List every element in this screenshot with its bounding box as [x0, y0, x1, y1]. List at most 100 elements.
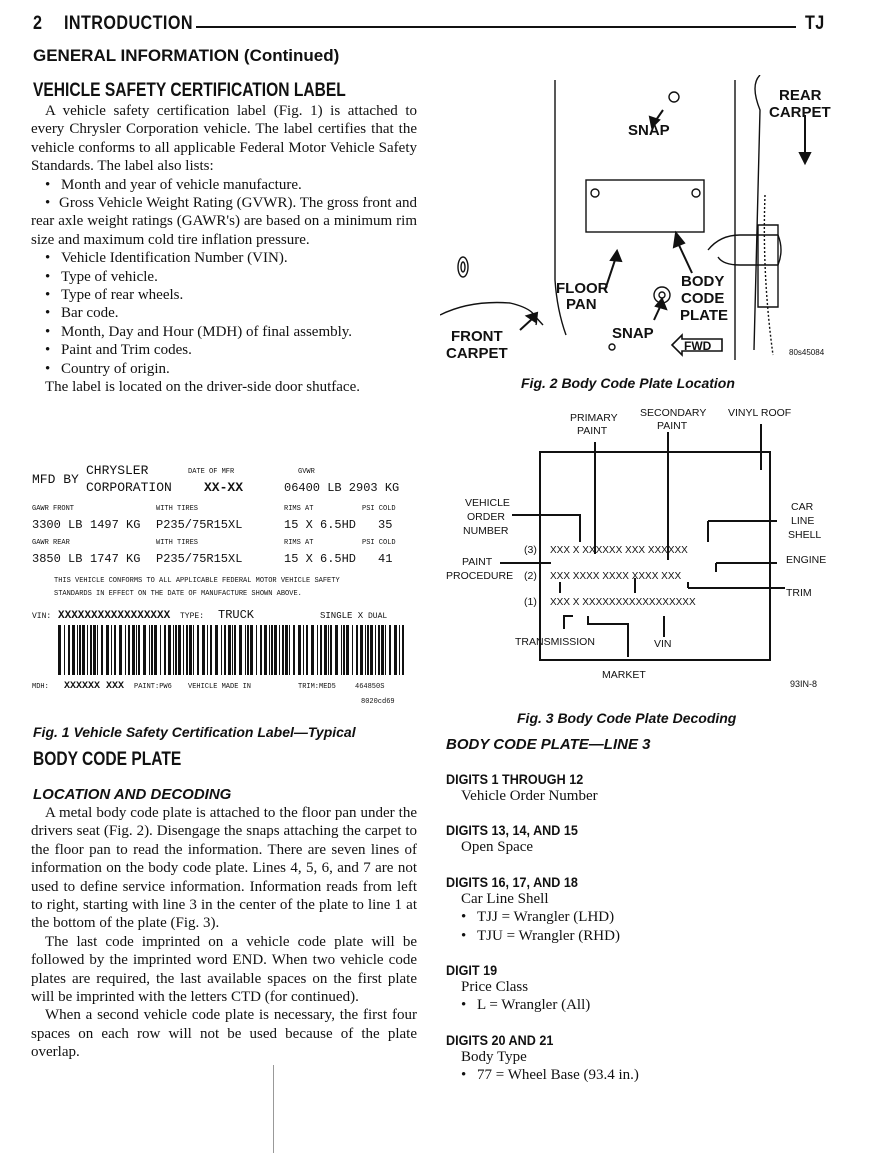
code-label: CODE — [681, 290, 724, 307]
barcode-bar — [151, 625, 153, 675]
rims-at-label-1: RIMS AT — [284, 505, 313, 513]
barcode-bar — [210, 625, 212, 675]
barcode-bar — [193, 625, 194, 675]
cert-bullets-b: Vehicle Identification Number (VIN). Typ… — [31, 249, 417, 378]
vin-label: VIN: — [32, 612, 51, 621]
barcode-bar — [224, 625, 226, 675]
binding-line — [273, 1065, 274, 1153]
vin-value: XXXXXXXXXXXXXXXXX — [58, 610, 171, 622]
section-title: INTRODUCTION — [64, 13, 193, 34]
list-item: Paint and Trim codes. — [45, 341, 417, 360]
barcode-bar — [93, 625, 96, 675]
barcode-bar — [365, 625, 366, 675]
barcode-bar — [317, 625, 318, 675]
barcode-bar — [132, 625, 135, 675]
vinyl-roof-label: VINYL ROOF — [728, 407, 791, 419]
line-label: LINE — [791, 515, 814, 527]
body-code-plate-location-figure: SNAP REAR CARPET FLOOR PAN BODY CODE PLA… — [440, 75, 831, 362]
barcode-bar — [175, 625, 177, 675]
barcode-bar — [125, 625, 126, 675]
list-item: Type of vehicle. — [45, 268, 417, 287]
digit-group: DIGITS 20 AND 21 Body Type 77 = Wheel Ba… — [446, 1032, 846, 1085]
list-item: Bar code. — [45, 304, 417, 323]
barcode-bar — [335, 625, 338, 675]
front-psi: 35 — [378, 518, 392, 532]
barcode-bar — [232, 625, 233, 675]
barcode-bar — [90, 625, 92, 675]
label-code-b: 8020cd69 — [361, 698, 395, 706]
seat-bracket — [707, 234, 782, 266]
date-value: XX-XX — [204, 480, 243, 495]
body-label: BODY — [681, 273, 724, 290]
barcode-bar — [352, 625, 353, 675]
barcode-bar — [114, 625, 116, 675]
barcode-bar — [183, 625, 184, 675]
cert-intro: A vehicle safety certification label (Fi… — [31, 103, 417, 175]
barcode-bar — [324, 625, 327, 675]
statement-line-1: THIS VEHICLE CONFORMS TO ALL APPLICABLE … — [54, 577, 340, 585]
barcode-bar — [119, 625, 122, 675]
mdh-label: MDH: — [32, 683, 49, 691]
barcode-bar — [143, 625, 146, 675]
body-code-decoding-figure: PRIMARY PAINT SECONDARY PAINT VINYL ROOF… — [446, 407, 826, 689]
location-decoding-subtitle: LOCATION AND DECODING — [33, 786, 232, 803]
snap-top-label: SNAP — [628, 122, 670, 139]
body-code-para-2: The last code imprinted on a vehicle cod… — [31, 933, 417, 1006]
list-item: Country of origin. — [45, 360, 417, 379]
rims-at-label-2: RIMS AT — [284, 539, 313, 547]
front-label: FRONT — [451, 328, 503, 345]
barcode-bar — [168, 625, 171, 675]
barcode-bar — [234, 625, 236, 675]
digit-value: Car Line Shell — [461, 890, 549, 907]
barcode-bar — [341, 625, 342, 675]
barcode-bar — [64, 625, 65, 675]
rear-carpet-label: CARPET — [769, 104, 831, 121]
barcode-bar — [389, 625, 391, 675]
barcode-bar — [68, 625, 70, 675]
statement-line-2: STANDARDS IN EFFECT ON THE DATE OF MANUF… — [54, 590, 302, 598]
psi-cold-label-1: PSI COLD — [362, 505, 396, 513]
list-item: TJJ = Wrangler (LHD) — [461, 908, 846, 927]
list-item: Month and year of vehicle manufacture. — [45, 176, 417, 195]
digit-group: DIGITS 1 THROUGH 12 Vehicle Order Number — [446, 771, 846, 805]
digit-heading: DIGITS 20 AND 21 — [446, 1031, 554, 1048]
front-kg: 1497 KG — [90, 518, 140, 532]
secondary-paint-label: PAINT — [657, 420, 688, 432]
barcode-bar — [207, 625, 208, 675]
row3-codes: XXX X XXXXXX XXX XXXXXX — [550, 545, 688, 556]
rear-lb: 3850 LB — [32, 552, 82, 566]
model-code: TJ — [805, 13, 825, 34]
barcode-bar — [343, 625, 345, 675]
barcode-bar — [328, 625, 329, 675]
floor-label: FLOOR — [556, 280, 609, 297]
front-tire: P235/75R15XL — [156, 518, 242, 532]
barcode-bar — [247, 625, 249, 675]
order-label: ORDER — [467, 511, 505, 523]
barcode-bar — [394, 625, 397, 675]
digit-heading: DIGIT 19 — [446, 962, 498, 979]
body-code-para-1: A metal body code plate is attached to t… — [31, 805, 417, 932]
barcode-bar — [385, 625, 386, 675]
barcode-bar — [264, 625, 267, 675]
gawr-rear-label: GAWR REAR — [32, 539, 71, 547]
front-carpet-label: CARPET — [446, 345, 508, 362]
row3-label: (3) — [524, 544, 537, 556]
barcode-bar — [202, 625, 205, 675]
digit-value: Body Type — [461, 1048, 527, 1065]
list-item: Month, Day and Hour (MDH) of final assem… — [45, 323, 417, 342]
barcode-bar — [128, 625, 130, 675]
vin-label-fig3: VIN — [654, 638, 672, 650]
barcode-bar — [72, 625, 75, 675]
rear-kg: 1747 KG — [90, 552, 140, 566]
floor-pan-edge-left — [554, 80, 567, 336]
barcode-bar — [285, 625, 288, 675]
digit-heading: DIGITS 1 THROUGH 12 — [446, 771, 584, 787]
barcode-bar — [402, 625, 404, 675]
with-tires-label-2: WITH TIRES — [156, 539, 198, 547]
list-item: 77 = Wheel Base (93.4 in.) — [461, 1066, 846, 1085]
snap-bottom-label: SNAP — [612, 325, 654, 342]
barcode-bar — [260, 625, 262, 675]
front-carpet-edge — [440, 301, 538, 326]
barcode-bar — [189, 625, 192, 675]
barcode-bar — [173, 625, 174, 675]
